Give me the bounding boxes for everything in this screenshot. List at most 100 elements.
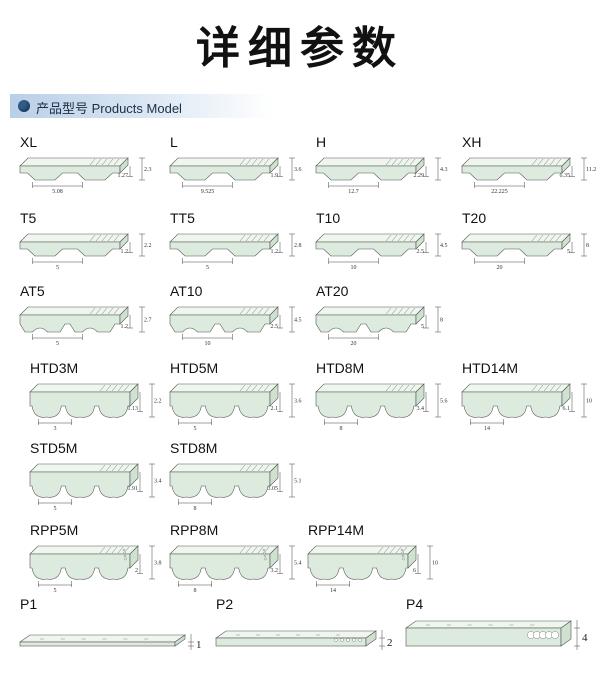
belt-shape: 12.72.294.3 (315, 157, 448, 195)
cord-line (377, 546, 384, 554)
cord-line (251, 384, 258, 392)
dimension-label: 1.2 (121, 249, 129, 255)
dimension-label: 1.27 (118, 173, 129, 179)
cord-line (263, 384, 270, 392)
cord-line (117, 384, 124, 392)
cord-circle (123, 551, 126, 555)
dimension-label: 12.7 (348, 189, 359, 195)
dimension-label: 5 (194, 426, 197, 432)
belt-label: TT5 (170, 210, 195, 226)
dimension-label: 2 (387, 637, 393, 649)
dimension-label: 10 (432, 561, 438, 567)
cord-line (409, 384, 416, 392)
cord-line (543, 158, 550, 166)
cord-line (251, 307, 258, 315)
cord-line (537, 158, 544, 166)
belt-label: HTD8M (316, 360, 365, 376)
cord-line (409, 158, 416, 166)
dimension-label: 3.6 (294, 399, 302, 405)
belt-label: AT20 (316, 283, 349, 299)
belt-end-face (119, 233, 129, 250)
dimension-label: 14 (330, 588, 336, 594)
belt-label: STD8M (170, 440, 218, 456)
cord-line (263, 464, 270, 472)
dimension-label: 5 (54, 588, 57, 594)
dimension-label: 2.5 (271, 324, 279, 330)
belt-label: XH (462, 134, 482, 150)
belt-profile: 51.913.4 (29, 463, 162, 512)
dimension-label: 2.3 (144, 167, 152, 173)
cord-line (107, 307, 114, 315)
cord-line (107, 158, 114, 166)
belt-profile: 1 (19, 634, 202, 651)
belt-label: XL (20, 134, 38, 150)
cord-line (537, 384, 544, 392)
cord-line (263, 307, 270, 315)
dimension-label: 8 (194, 506, 197, 512)
cord-line (397, 234, 404, 242)
cord-line (239, 546, 246, 554)
belt-top-face (315, 233, 425, 243)
cord-line (99, 384, 106, 392)
cord-circle (401, 551, 404, 555)
cord-circle (340, 638, 344, 642)
dimension-label: 2.1 (271, 406, 279, 412)
dimension-label: 2.29 (414, 173, 425, 179)
belt-end-face (561, 383, 571, 407)
page-title: 详细参数 (196, 23, 404, 74)
cord-line (117, 546, 124, 554)
belt-label: STD5M (30, 440, 78, 456)
belt-p4: P4 4 (405, 596, 598, 674)
dimension-label: 10 (351, 265, 357, 271)
belt-label: P1 (20, 596, 38, 612)
cord-line (391, 158, 398, 166)
cord-line (101, 307, 108, 315)
belt-top-face (29, 545, 139, 555)
dimension-label: 2.2 (144, 243, 152, 249)
dimension-label: 4.5 (440, 243, 448, 249)
cord-circle (263, 551, 266, 555)
belt-label: HTD5M (170, 360, 219, 376)
cord-line (101, 234, 108, 242)
belt-top-face (169, 306, 279, 316)
belt-top-face (169, 383, 279, 393)
dimension-label: 8 (194, 588, 197, 594)
cord-line (257, 234, 264, 242)
cord-line (549, 384, 556, 392)
belt-label: AT10 (170, 283, 203, 299)
belt-profile: 102.54.5 (169, 306, 302, 347)
cord-line (263, 158, 270, 166)
dimension-label: 2.2 (154, 399, 162, 405)
cord-line (107, 234, 114, 242)
belt-end-face (129, 383, 139, 407)
cord-line (111, 384, 118, 392)
belt-label: HTD3M (30, 360, 79, 376)
belt-front-face (19, 165, 121, 181)
cord-circle (149, 640, 153, 644)
belt-top-face (307, 545, 417, 555)
cord-circle (155, 640, 159, 644)
cord-line (263, 234, 270, 242)
cord-line (257, 464, 264, 472)
cord-line (531, 234, 538, 242)
cord-line (95, 158, 102, 166)
cord-line (397, 307, 404, 315)
dimension-label: 5.08 (52, 189, 63, 195)
cord-line (549, 234, 556, 242)
cord-circle (402, 557, 405, 561)
belt-label: RPP14M (308, 522, 365, 538)
cord-line (549, 158, 556, 166)
belt-top-face (29, 463, 139, 473)
belt-shape: 83.45.6 (315, 383, 448, 432)
belt-top-face (169, 463, 279, 473)
dimension-label: 6.1 (563, 406, 571, 412)
belt-p2: P2 2 (215, 596, 406, 674)
belt-top-face (315, 157, 425, 167)
section-label: 产品型号 Products Model (36, 101, 182, 116)
